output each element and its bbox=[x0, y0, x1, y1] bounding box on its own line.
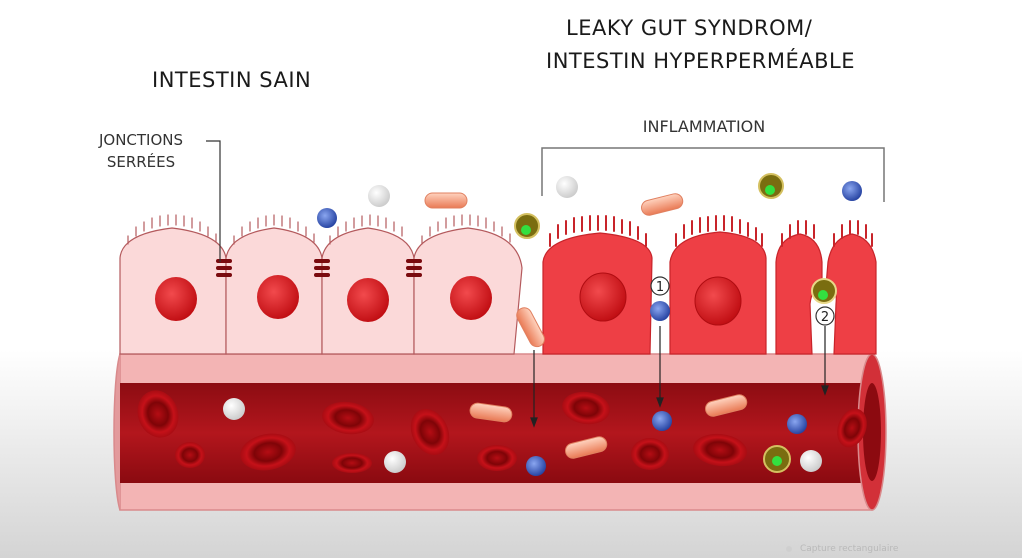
blood-particles bbox=[223, 394, 822, 476]
leaky-epithelium bbox=[541, 147, 885, 355]
pathway-1-marker bbox=[650, 276, 670, 296]
translocation-arrows bbox=[530, 326, 829, 428]
inflammation-label: INFLAMMATION bbox=[642, 117, 766, 136]
lumen-particles bbox=[317, 173, 862, 348]
pathway-1-label: 1 bbox=[656, 280, 664, 295]
healthy-gut-title: INTESTIN SAIN bbox=[152, 68, 312, 92]
leaky-gut-title-line1: LEAKY GUT SYNDROM/ bbox=[566, 16, 813, 40]
pathway-markers: 1 2 bbox=[650, 276, 835, 326]
tight-junctions-label-line1: JONCTIONS bbox=[98, 131, 184, 149]
red-blood-cells bbox=[137, 390, 867, 473]
healthy-epithelium bbox=[119, 140, 523, 355]
leaky-gut-title-line2: INTESTIN HYPERPERMÉABLE bbox=[546, 49, 856, 73]
watermark-icon bbox=[786, 546, 792, 552]
blood-vessel bbox=[113, 353, 887, 511]
watermark-text: Capture rectangulaire bbox=[800, 544, 899, 554]
tight-junctions-label-line2: SERRÉES bbox=[106, 153, 176, 171]
pathway-2-marker bbox=[815, 306, 835, 326]
pathway-2-label: 2 bbox=[821, 310, 829, 325]
